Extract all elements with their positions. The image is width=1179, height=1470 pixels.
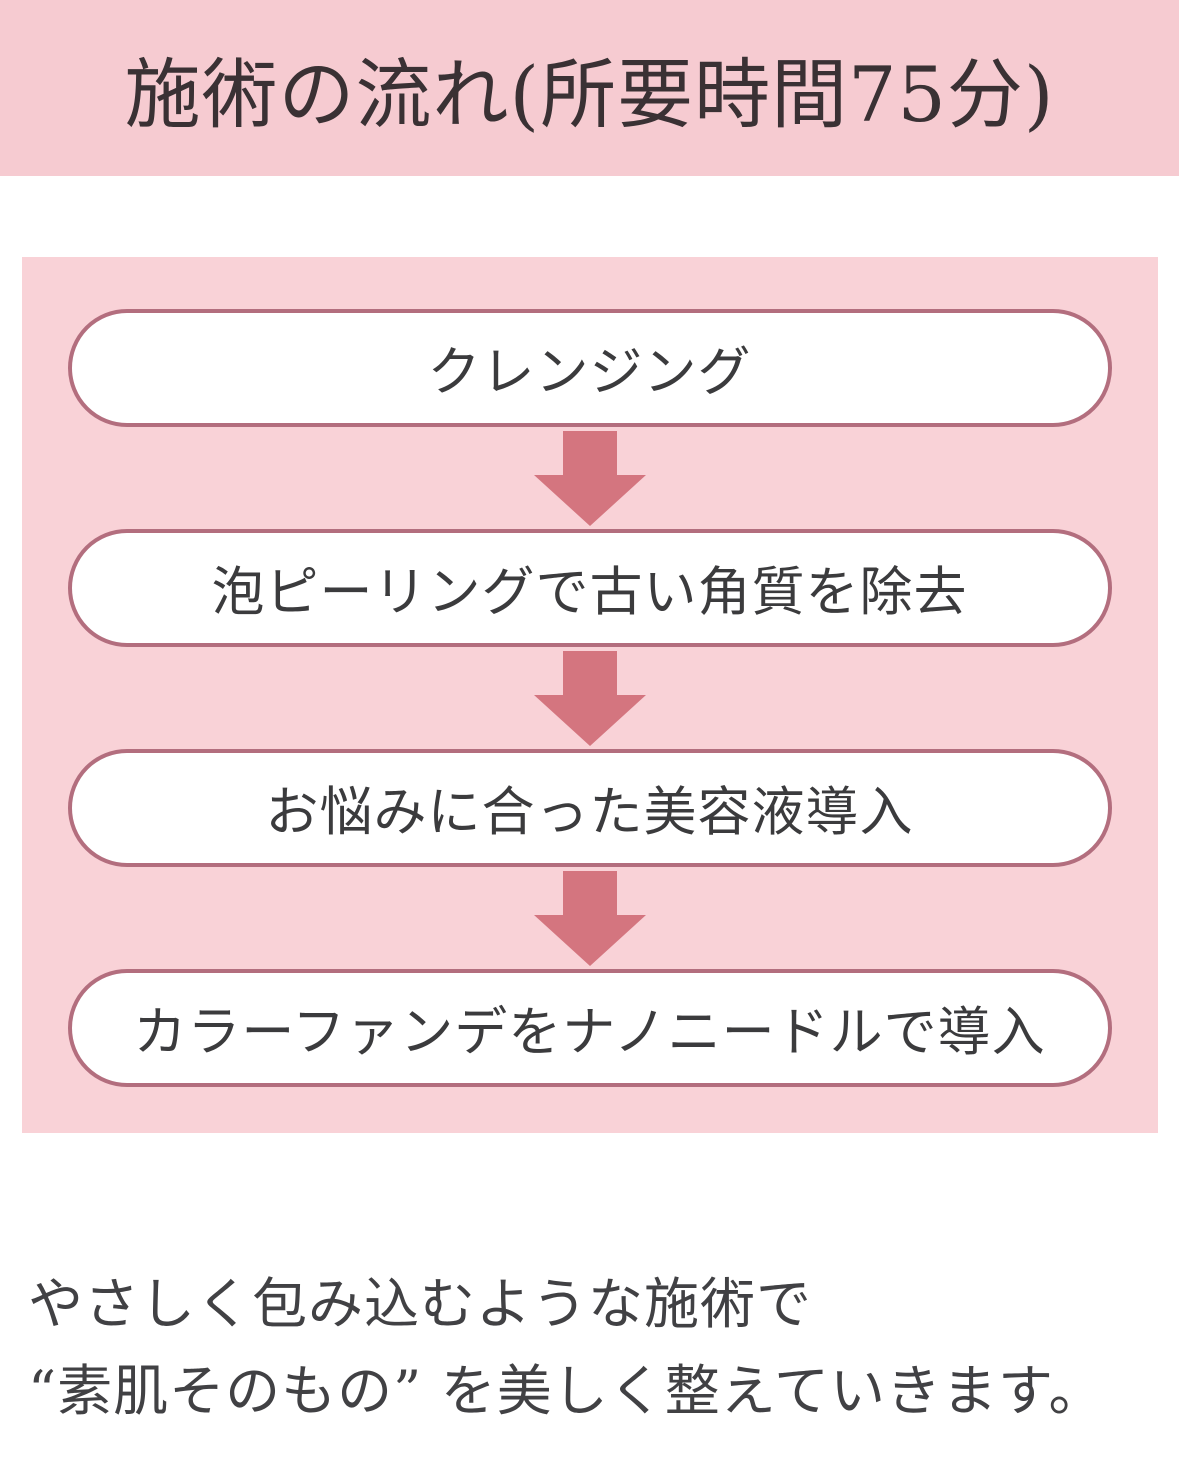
flow-step-foundation: カラーファンデをナノニードルで導入 — [67, 969, 1112, 1087]
flow-step-label: クレンジング — [427, 342, 752, 403]
flow-step-label: 泡ピーリングで古い角質を除去 — [211, 562, 968, 623]
flow-step-peeling: 泡ピーリングで古い角質を除去 — [67, 529, 1112, 647]
flow-step-label: カラーファンデをナノニードルで導入 — [133, 1002, 1046, 1063]
footer-caption-line1: やさしく包み込むような施術で — [28, 1272, 813, 1336]
treatment-flow-panel: クレンジング 泡ピーリングで古い角質を除去 お悩みに合った美容液導入 カラーファ… — [21, 257, 1158, 1133]
flow-step-cleansing: クレンジング — [67, 309, 1112, 427]
down-arrow-icon — [533, 870, 646, 966]
footer-caption: やさしく包み込むような施術で “素肌そのもの” を美しく整えていきます。 — [28, 1261, 1179, 1435]
flow-step-label: お悩みに合った美容液導入 — [265, 782, 914, 843]
down-arrow-icon — [533, 650, 646, 746]
footer-caption-line2: “素肌そのもの” を美しく整えていきます。 — [28, 1358, 1105, 1423]
flow-step-serum: お悩みに合った美容液導入 — [67, 749, 1112, 867]
title-banner: 施術の流れ(所要時間75分) — [0, 0, 1179, 176]
page-title: 施術の流れ(所要時間75分) — [124, 50, 1055, 139]
down-arrow-icon — [533, 430, 646, 526]
